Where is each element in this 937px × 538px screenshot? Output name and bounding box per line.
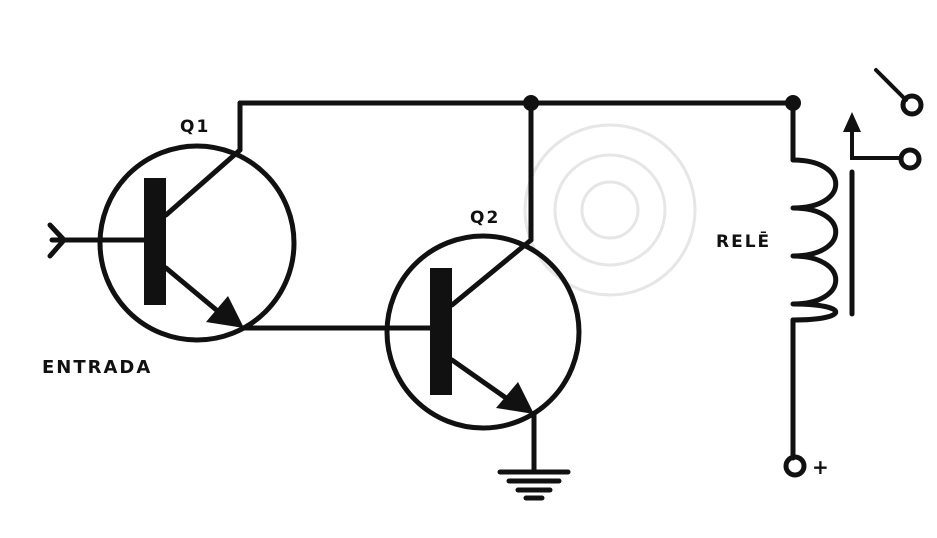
junction-dot-q2 — [523, 95, 539, 111]
relay-label: RELĒ — [716, 230, 771, 252]
relay-switch-contacts — [843, 68, 924, 171]
watermark — [523, 123, 697, 297]
q2-label: Q2 — [470, 208, 500, 228]
supply-terminal — [783, 454, 807, 478]
q1-label: Q1 — [180, 117, 210, 137]
relay-coil — [790, 157, 839, 323]
input-terminal-icon — [47, 222, 67, 259]
transistor-q1 — [97, 143, 297, 343]
supply-label: + — [812, 455, 831, 479]
transistor-q2 — [384, 233, 582, 431]
input-label: ENTRADA — [42, 357, 152, 378]
ground-icon — [497, 469, 571, 501]
